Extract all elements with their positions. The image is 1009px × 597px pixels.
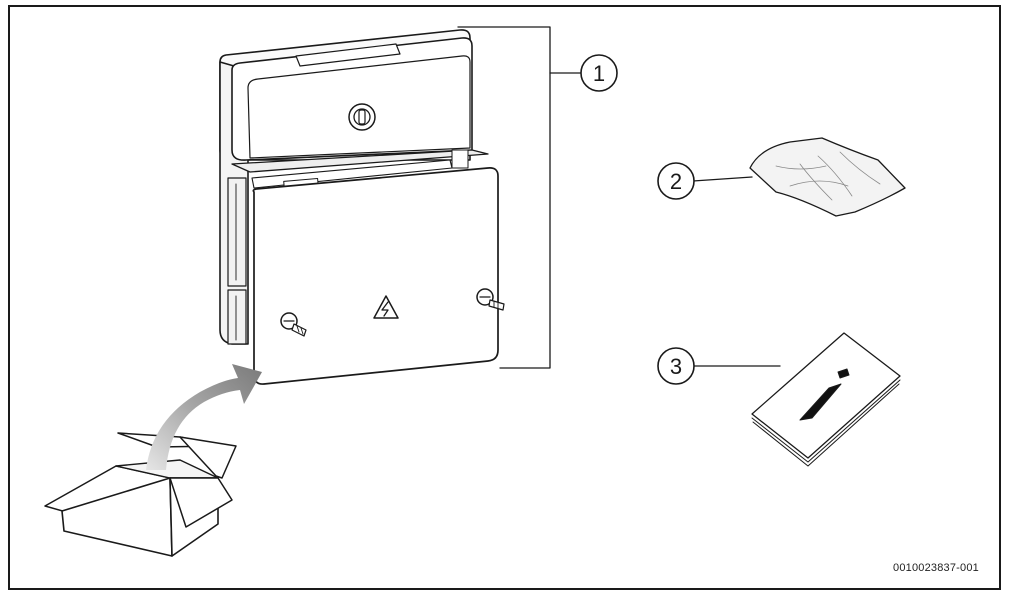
callout-1: 1	[580, 54, 618, 92]
terminal-clip	[451, 149, 469, 169]
reference-id: 0010023837-001	[893, 562, 979, 574]
unpack-arrow-icon	[146, 364, 262, 470]
info-icon	[799, 368, 850, 421]
top-window	[295, 43, 401, 67]
callout-2: 2	[657, 162, 695, 200]
electrical-warning-icon	[373, 295, 399, 319]
control-unit	[219, 29, 505, 385]
callout-1-label: 1	[593, 61, 605, 86]
box-right-flap	[179, 436, 237, 479]
callout-3-label: 3	[670, 354, 682, 379]
box-front-flap	[169, 477, 233, 528]
callout-2-leader	[692, 176, 753, 182]
screw-right	[476, 288, 505, 311]
screw-left	[280, 312, 307, 337]
callout-2-label: 2	[670, 169, 682, 194]
front-cover	[252, 167, 499, 385]
side-bracket-lower	[227, 289, 247, 345]
info-booklet	[751, 332, 901, 467]
callout-1-bracket	[457, 26, 551, 369]
shipping-box	[44, 432, 237, 557]
diagram-frame	[8, 5, 1001, 590]
lock-icon	[348, 103, 376, 131]
accessory-bag	[749, 137, 906, 217]
side-bracket-upper	[227, 177, 247, 287]
callout-3: 3	[657, 347, 695, 385]
terminal-ledge	[231, 149, 489, 173]
